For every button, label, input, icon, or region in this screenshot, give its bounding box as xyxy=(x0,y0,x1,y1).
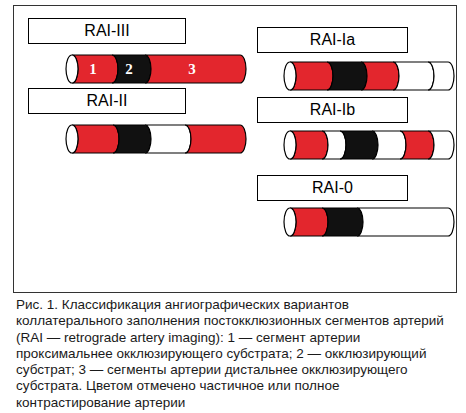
artery-rai-ib xyxy=(284,131,454,159)
figure-caption: Рис. 1. Классификация ангиографических в… xyxy=(16,297,454,411)
class-label-text: RAI-Ib xyxy=(310,101,355,119)
artery-cap xyxy=(66,125,78,153)
callout-number: 2 xyxy=(125,61,133,78)
artery-rai-0 xyxy=(284,208,454,236)
callout-number: 1 xyxy=(89,61,97,78)
artery-cap xyxy=(284,208,296,236)
class-label-box: RAI-0 xyxy=(257,175,408,201)
artery-segment xyxy=(185,125,246,153)
occlusion-segment xyxy=(113,125,151,153)
artery-cap xyxy=(284,131,296,159)
class-label-box: RAI-II xyxy=(28,88,186,114)
artery-segment xyxy=(72,55,118,83)
occlusion-segment xyxy=(112,55,151,83)
occlusion-segment xyxy=(322,208,363,236)
artery-segment xyxy=(428,131,454,159)
class-label-box: RAI-Ib xyxy=(257,97,408,123)
class-label-box: RAI-III xyxy=(28,18,186,44)
artery-rai-ia xyxy=(284,62,454,90)
artery-segment xyxy=(145,125,191,153)
artery-segment xyxy=(72,125,119,153)
artery-segment xyxy=(400,131,434,159)
figure-frame xyxy=(14,6,457,293)
occlusion-segment xyxy=(327,62,367,90)
artery-segment xyxy=(428,62,454,90)
artery-segment xyxy=(372,131,406,159)
artery-segment xyxy=(393,62,434,90)
artery-cap xyxy=(284,62,296,90)
class-label-text: RAI-0 xyxy=(312,179,353,197)
artery-segment xyxy=(145,55,246,83)
class-label-text: RAI-III xyxy=(84,22,129,40)
class-label-text: RAI-II xyxy=(87,92,128,110)
artery-segment xyxy=(361,62,399,90)
class-label-text: RAI-Ia xyxy=(310,31,355,49)
artery-cap xyxy=(66,55,78,83)
artery-rai-ii xyxy=(66,125,246,153)
artery-segment xyxy=(322,131,346,159)
callout-number: 3 xyxy=(188,61,196,78)
class-label-box: RAI-Ia xyxy=(257,27,408,53)
occlusion-segment xyxy=(340,131,378,159)
artery-segment xyxy=(357,208,454,236)
artery-rai-iii xyxy=(66,55,246,83)
